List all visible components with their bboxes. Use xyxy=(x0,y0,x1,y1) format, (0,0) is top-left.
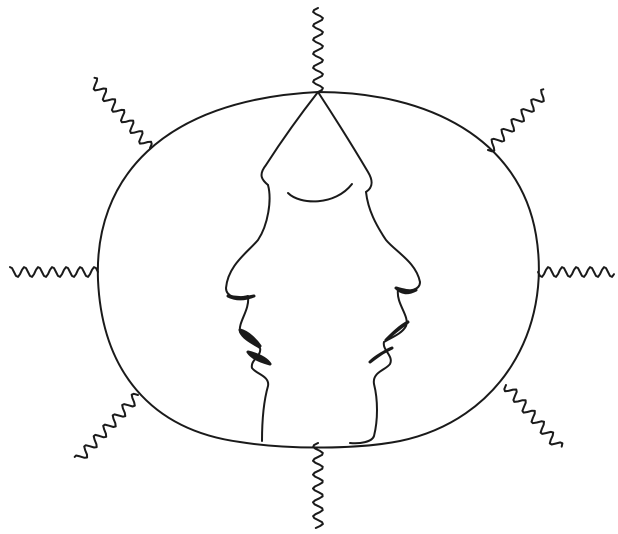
outer-circle xyxy=(98,92,539,448)
forehead-arc xyxy=(288,184,352,201)
ray-bottom xyxy=(313,443,323,528)
right-face-profile xyxy=(350,192,420,443)
wavy-rays xyxy=(10,8,614,528)
ray-bottom-right xyxy=(504,385,562,447)
ray-right xyxy=(538,267,614,277)
ray-left xyxy=(10,267,98,277)
right-nostril-mark xyxy=(396,288,416,293)
ray-top-right xyxy=(488,89,544,151)
ray-top-left xyxy=(94,78,152,148)
left-nostril-mark xyxy=(228,296,254,299)
apex-right-line xyxy=(318,92,372,192)
right-upper-lip-mark xyxy=(386,322,408,340)
ray-bottom-left xyxy=(75,394,138,458)
left-upper-lip-mark xyxy=(240,330,260,346)
ray-top xyxy=(313,8,323,92)
apex-left-line xyxy=(262,92,318,185)
left-face-profile xyxy=(226,185,270,441)
